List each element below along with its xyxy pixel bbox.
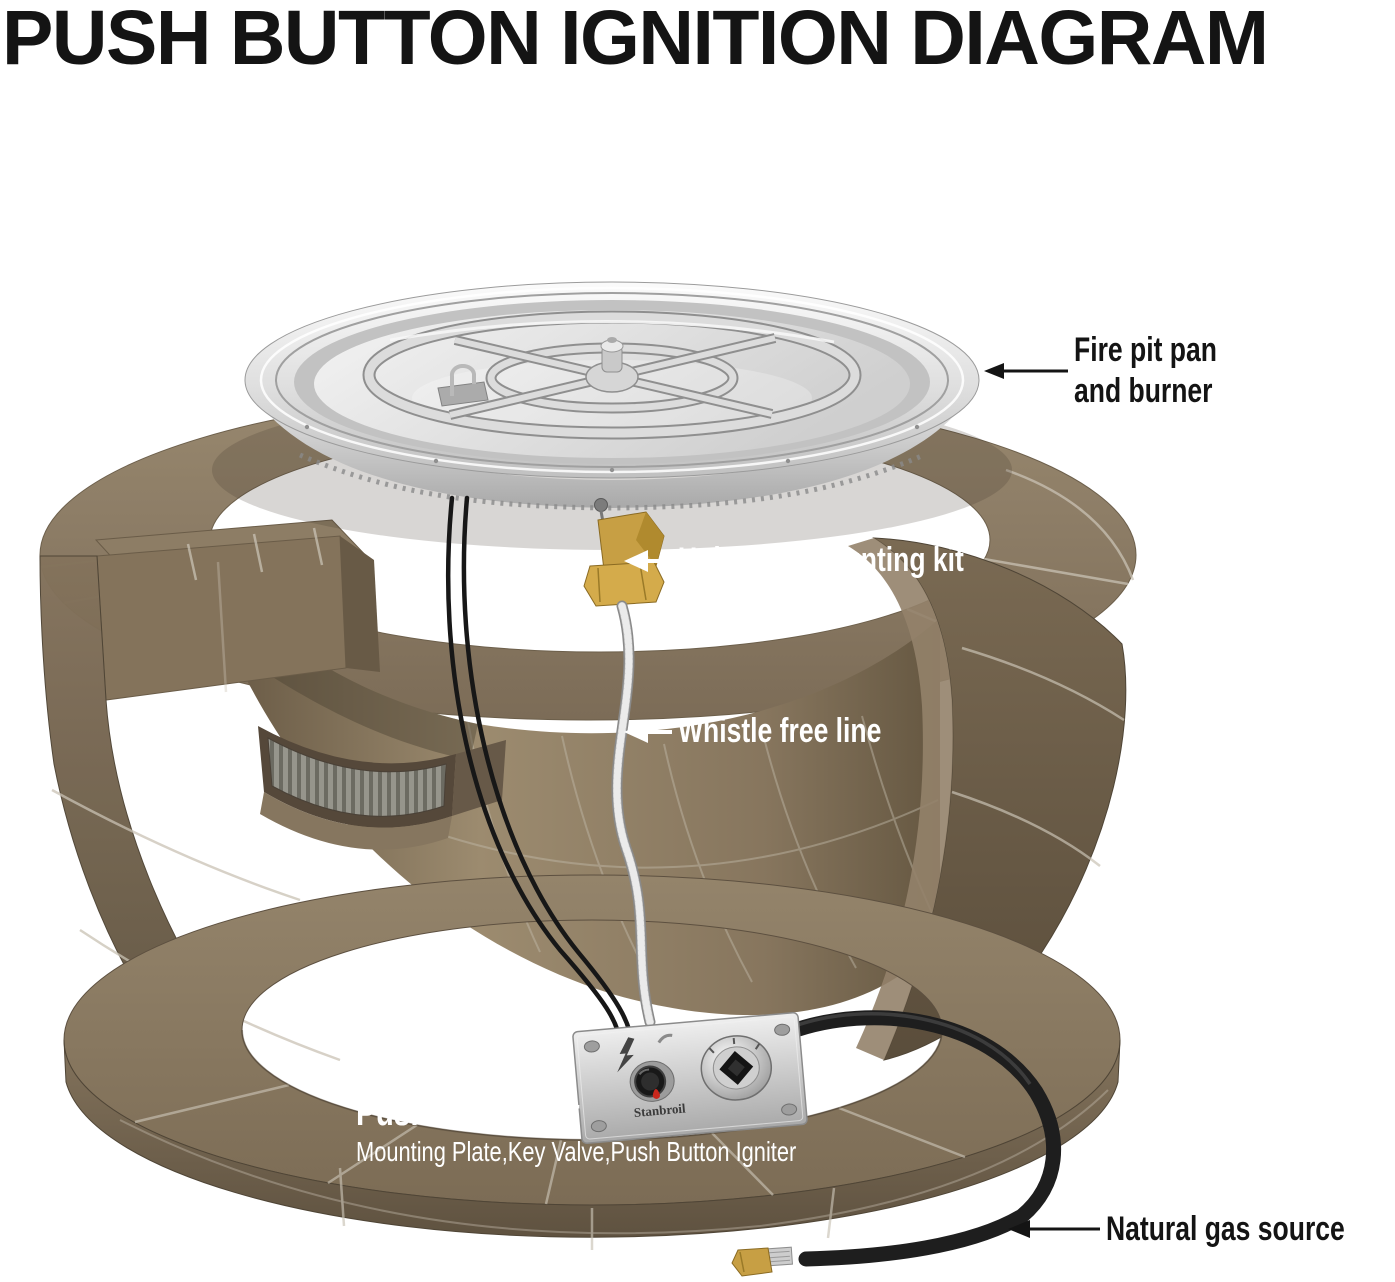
label-natural-gas-source: Natural gas source bbox=[1106, 1210, 1345, 1248]
brick-enclosure bbox=[39, 389, 1137, 1250]
screwdriver-icon bbox=[657, 1033, 673, 1044]
interior-shadow bbox=[232, 598, 478, 760]
igniter-wires bbox=[445, 495, 635, 1047]
gas-hose bbox=[782, 1010, 1061, 1267]
plate-screw-holes bbox=[583, 1023, 798, 1133]
push-button-plate: Stanbroil bbox=[572, 1012, 808, 1144]
label-fire-pit-pan-line2: and burner bbox=[1074, 372, 1213, 410]
label-universal-mounting-kit: Universal mounting kit bbox=[678, 541, 964, 579]
whistle-free-line bbox=[611, 600, 656, 1028]
base-mortar bbox=[119, 1083, 1109, 1250]
key-valve bbox=[700, 1035, 773, 1101]
pan-rim-screws bbox=[304, 424, 920, 473]
label-whistle-free-line: Whistle free line bbox=[678, 712, 882, 750]
plate-brand-text: Stanbroil bbox=[633, 1101, 686, 1120]
brand-flame-icon bbox=[652, 1089, 660, 1099]
burner-ring bbox=[362, 310, 862, 440]
page-title: PUSH BUTTON IGNITION DIAGRAM bbox=[2, 0, 1269, 81]
label-fire-pit-pan-line1: Fire pit pan bbox=[1074, 331, 1217, 369]
label-push-button-kit-subtitle: Mounting Plate,Key Valve,Push Button Ign… bbox=[356, 1136, 797, 1167]
arrow-whistle-free-line bbox=[624, 721, 672, 743]
fire-pit-pan bbox=[244, 281, 980, 511]
pan-rim-inner-edge bbox=[275, 292, 949, 468]
arrow-natural-gas-source bbox=[1008, 1220, 1100, 1238]
pan-floor-highlight bbox=[412, 360, 812, 436]
lightning-icon bbox=[617, 1037, 635, 1073]
pan-serrated-edge bbox=[299, 452, 925, 511]
base-ring bbox=[63, 874, 1121, 1250]
gas-hose-fitting bbox=[731, 1246, 793, 1277]
arrow-fire-pit-pan bbox=[984, 363, 1068, 379]
arrow-universal-mounting-kit bbox=[624, 550, 672, 572]
left-wall-mortar bbox=[51, 527, 341, 1062]
pan-underside bbox=[246, 384, 978, 508]
label-push-button-kit-title: Push Button Kit bbox=[356, 1092, 580, 1134]
igniter-electrode bbox=[437, 363, 489, 407]
label-fire-pit-pan: Fire pit pan and burner bbox=[1074, 330, 1217, 412]
vent-mesh bbox=[258, 726, 506, 850]
push-button-igniter bbox=[629, 1060, 675, 1102]
